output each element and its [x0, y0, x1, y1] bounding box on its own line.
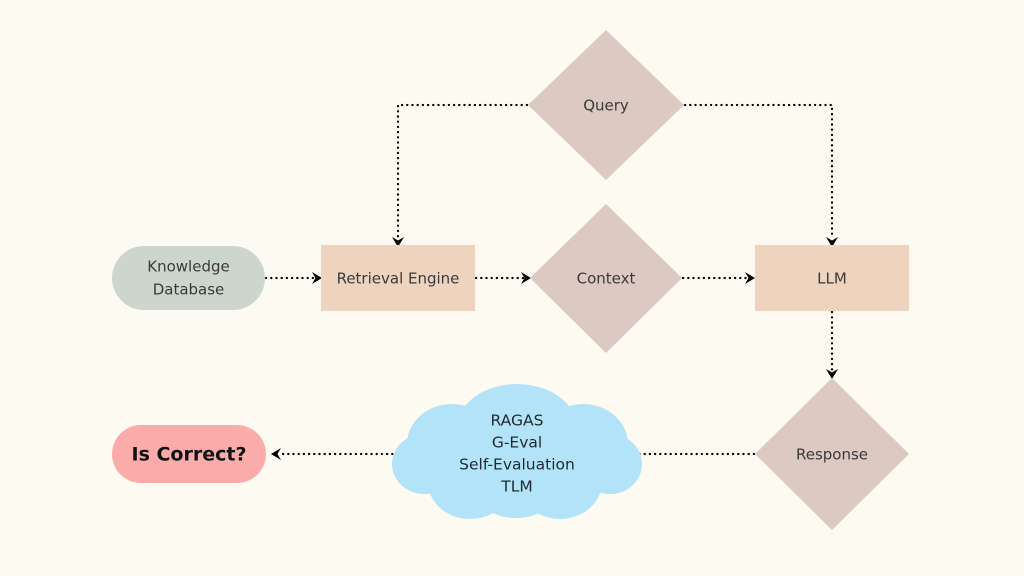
- response-shape[interactable]: [755, 378, 909, 530]
- knowledge-database-shape[interactable]: [112, 246, 265, 310]
- node-retrieval-engine[interactable]: Retrieval Engine: [321, 245, 475, 311]
- edge-context-to-llm: [681, 272, 755, 284]
- node-is-correct[interactable]: Is Correct?: [112, 425, 266, 483]
- retrieval-engine-shape[interactable]: [321, 245, 475, 311]
- edge-layer: [264, 103, 838, 460]
- retrieval-engine-label: Retrieval Engine: [337, 270, 460, 288]
- context-shape[interactable]: [530, 204, 682, 353]
- cloud-label-line1: RAGAS: [491, 412, 544, 430]
- query-label: Query: [583, 97, 629, 115]
- node-evaluation-cloud[interactable]: RAGAS G-Eval Self-Evaluation TLM: [392, 384, 642, 519]
- node-response[interactable]: Response: [755, 378, 909, 530]
- response-label: Response: [796, 446, 868, 464]
- edge-query-to-llm: [683, 103, 838, 247]
- context-label: Context: [577, 270, 636, 288]
- cloud-label-line2: G-Eval: [492, 434, 542, 452]
- llm-shape[interactable]: [755, 245, 909, 311]
- node-llm[interactable]: LLM: [755, 245, 909, 311]
- knowledge-database-label-line2: Database: [153, 281, 225, 299]
- node-query[interactable]: Query: [528, 30, 684, 180]
- knowledge-database-label-line1: Knowledge: [147, 258, 229, 276]
- edge-evaluation-cloud-to-is-correct: [271, 448, 410, 460]
- edge-retrieval-engine-to-context: [474, 272, 531, 284]
- cloud-shape[interactable]: [392, 384, 642, 519]
- llm-label: LLM: [817, 270, 847, 288]
- cloud-label-line3: Self-Evaluation: [459, 456, 575, 474]
- edge-llm-to-response: [826, 310, 838, 379]
- is-correct-label: Is Correct?: [132, 444, 247, 466]
- query-shape[interactable]: [528, 30, 684, 180]
- edge-query-to-retrieval-engine: [392, 103, 529, 247]
- node-knowledge-database[interactable]: Knowledge Database: [112, 246, 265, 310]
- edge-knowledge-database-to-retrieval-engine: [264, 272, 322, 284]
- node-context[interactable]: Context: [530, 204, 682, 353]
- is-correct-shape[interactable]: [112, 425, 266, 483]
- cloud-label-line4: TLM: [500, 478, 532, 496]
